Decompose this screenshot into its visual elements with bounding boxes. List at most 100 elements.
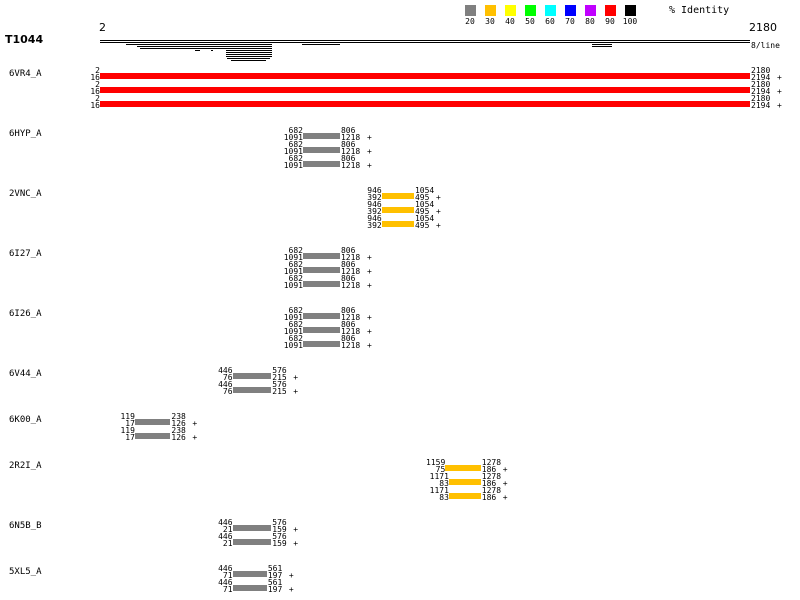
- alignment-bar[interactable]: [302, 147, 340, 153]
- alignment-bar[interactable]: [232, 387, 272, 393]
- scale-note: 8/line: [751, 41, 780, 50]
- hit-name[interactable]: 6V44_A: [9, 369, 42, 379]
- subject-start-num: 17: [125, 419, 135, 428]
- subject-start-num: 83: [439, 493, 449, 502]
- legend-swatch: [605, 5, 616, 16]
- subject-end-num: 159: [272, 525, 287, 534]
- subject-start-num: 83: [439, 479, 449, 488]
- query-end-num: 561: [267, 564, 283, 573]
- subject-end-num: 1218: [340, 253, 361, 262]
- alignment-bar[interactable]: [302, 267, 340, 273]
- alignment-bar[interactable]: [381, 207, 414, 213]
- hit-name[interactable]: 6HYP_A: [9, 129, 42, 139]
- query-start: 2: [99, 21, 106, 34]
- alignment-bar[interactable]: [232, 373, 272, 379]
- hit-name[interactable]: 6K00_A: [9, 415, 42, 425]
- subject-start-num: 21: [222, 539, 233, 548]
- subject-start-num: 75: [435, 465, 446, 474]
- hit-name[interactable]: 6I27_A: [9, 249, 42, 259]
- alignment-bar[interactable]: [134, 419, 171, 425]
- subject-start-num: 71: [222, 571, 233, 580]
- alignment-bar[interactable]: [302, 133, 340, 139]
- alignment-bar[interactable]: [232, 571, 267, 577]
- query-start-num: 946: [367, 186, 382, 195]
- hit-name[interactable]: 6N5B_B: [9, 521, 42, 531]
- query-start-num: 682: [288, 306, 303, 315]
- alignment-bar[interactable]: [302, 161, 340, 167]
- alignment-bar[interactable]: [100, 87, 750, 93]
- subject-start-num: 76: [222, 373, 233, 382]
- hit-name[interactable]: 2R2I_A: [9, 461, 42, 471]
- strand-mark: +: [288, 585, 294, 594]
- hit-name[interactable]: 6VR4_A: [9, 69, 42, 79]
- query-end-num: 806: [340, 246, 356, 255]
- query-end-num: 806: [340, 140, 356, 149]
- subject-end-num: 2194: [751, 87, 771, 96]
- query-end-num: 806: [340, 126, 356, 135]
- alignment-bar[interactable]: [448, 479, 481, 485]
- strand-mark: +: [366, 313, 372, 322]
- subject-end-num: 1218: [340, 147, 361, 156]
- query-end-num: 238: [171, 426, 186, 435]
- strand-mark: +: [366, 267, 372, 276]
- query-start-num: 682: [288, 140, 303, 149]
- alignment-bar[interactable]: [302, 253, 340, 259]
- legend-label: 50: [525, 17, 535, 26]
- strand-mark: +: [777, 73, 782, 82]
- hit-name[interactable]: 2VNC_A: [9, 189, 42, 199]
- alignment-bar[interactable]: [232, 585, 267, 591]
- alignment-bar[interactable]: [232, 539, 272, 545]
- subject-start-num: 16: [90, 87, 100, 96]
- query-end-num: 576: [272, 532, 287, 541]
- query-start-num: 446: [218, 518, 233, 527]
- alignment-bar[interactable]: [302, 327, 340, 333]
- subject-start-num: 392: [367, 193, 382, 202]
- alignment-bar[interactable]: [302, 313, 340, 319]
- query-start-num: 682: [288, 274, 303, 283]
- query-end-num: 806: [340, 260, 356, 269]
- query-end-num: 1054: [414, 200, 435, 209]
- query-start-num: 446: [218, 532, 233, 541]
- query-end-num: 806: [340, 334, 356, 343]
- subject-end-num: 2194: [751, 101, 771, 110]
- alignment-bar[interactable]: [381, 193, 414, 199]
- legend-label: 20: [465, 17, 475, 26]
- subject-end-num: 1218: [340, 313, 361, 322]
- subject-end-num: 1218: [340, 281, 361, 290]
- alignment-bar[interactable]: [100, 73, 750, 79]
- subject-start-num: 21: [222, 525, 233, 534]
- strand-mark: +: [366, 161, 372, 170]
- alignment-bar[interactable]: [381, 221, 414, 227]
- alignment-bar[interactable]: [100, 101, 750, 107]
- alignment-bar[interactable]: [134, 433, 171, 439]
- subject-start-num: 1091: [283, 281, 303, 290]
- strand-mark: +: [288, 571, 294, 580]
- alignment-bar[interactable]: [302, 281, 340, 287]
- alignment-bar[interactable]: [445, 465, 481, 471]
- query-start-num: 2: [95, 80, 100, 89]
- legend-label: 30: [485, 17, 495, 26]
- alignment-bar[interactable]: [448, 493, 481, 499]
- alignment-bar[interactable]: [232, 525, 272, 531]
- query-end-num: 2180: [751, 94, 771, 103]
- strand-mark: +: [502, 465, 508, 474]
- strand-mark: +: [366, 281, 372, 290]
- strand-mark: +: [192, 433, 198, 442]
- legend-swatch: [485, 5, 496, 16]
- hit-name[interactable]: 6I26_A: [9, 309, 42, 319]
- subject-start-num: 1091: [283, 161, 303, 170]
- strand-mark: +: [435, 207, 441, 216]
- hit-name[interactable]: 5XL5_A: [9, 567, 42, 577]
- alignment-bar[interactable]: [302, 341, 340, 347]
- subject-start-num: 392: [367, 221, 382, 230]
- subject-start-num: 1091: [283, 147, 303, 156]
- query-end-num: 576: [272, 380, 287, 389]
- subject-start-num: 76: [222, 387, 233, 396]
- strand-mark: +: [502, 493, 508, 502]
- query-start-num: 946: [367, 214, 382, 223]
- strand-mark: +: [192, 419, 198, 428]
- query-start-num: 1159: [426, 458, 446, 467]
- query-start-num: 446: [218, 578, 233, 587]
- query-end-num: 806: [340, 306, 356, 315]
- query-end-num: 2180: [751, 80, 771, 89]
